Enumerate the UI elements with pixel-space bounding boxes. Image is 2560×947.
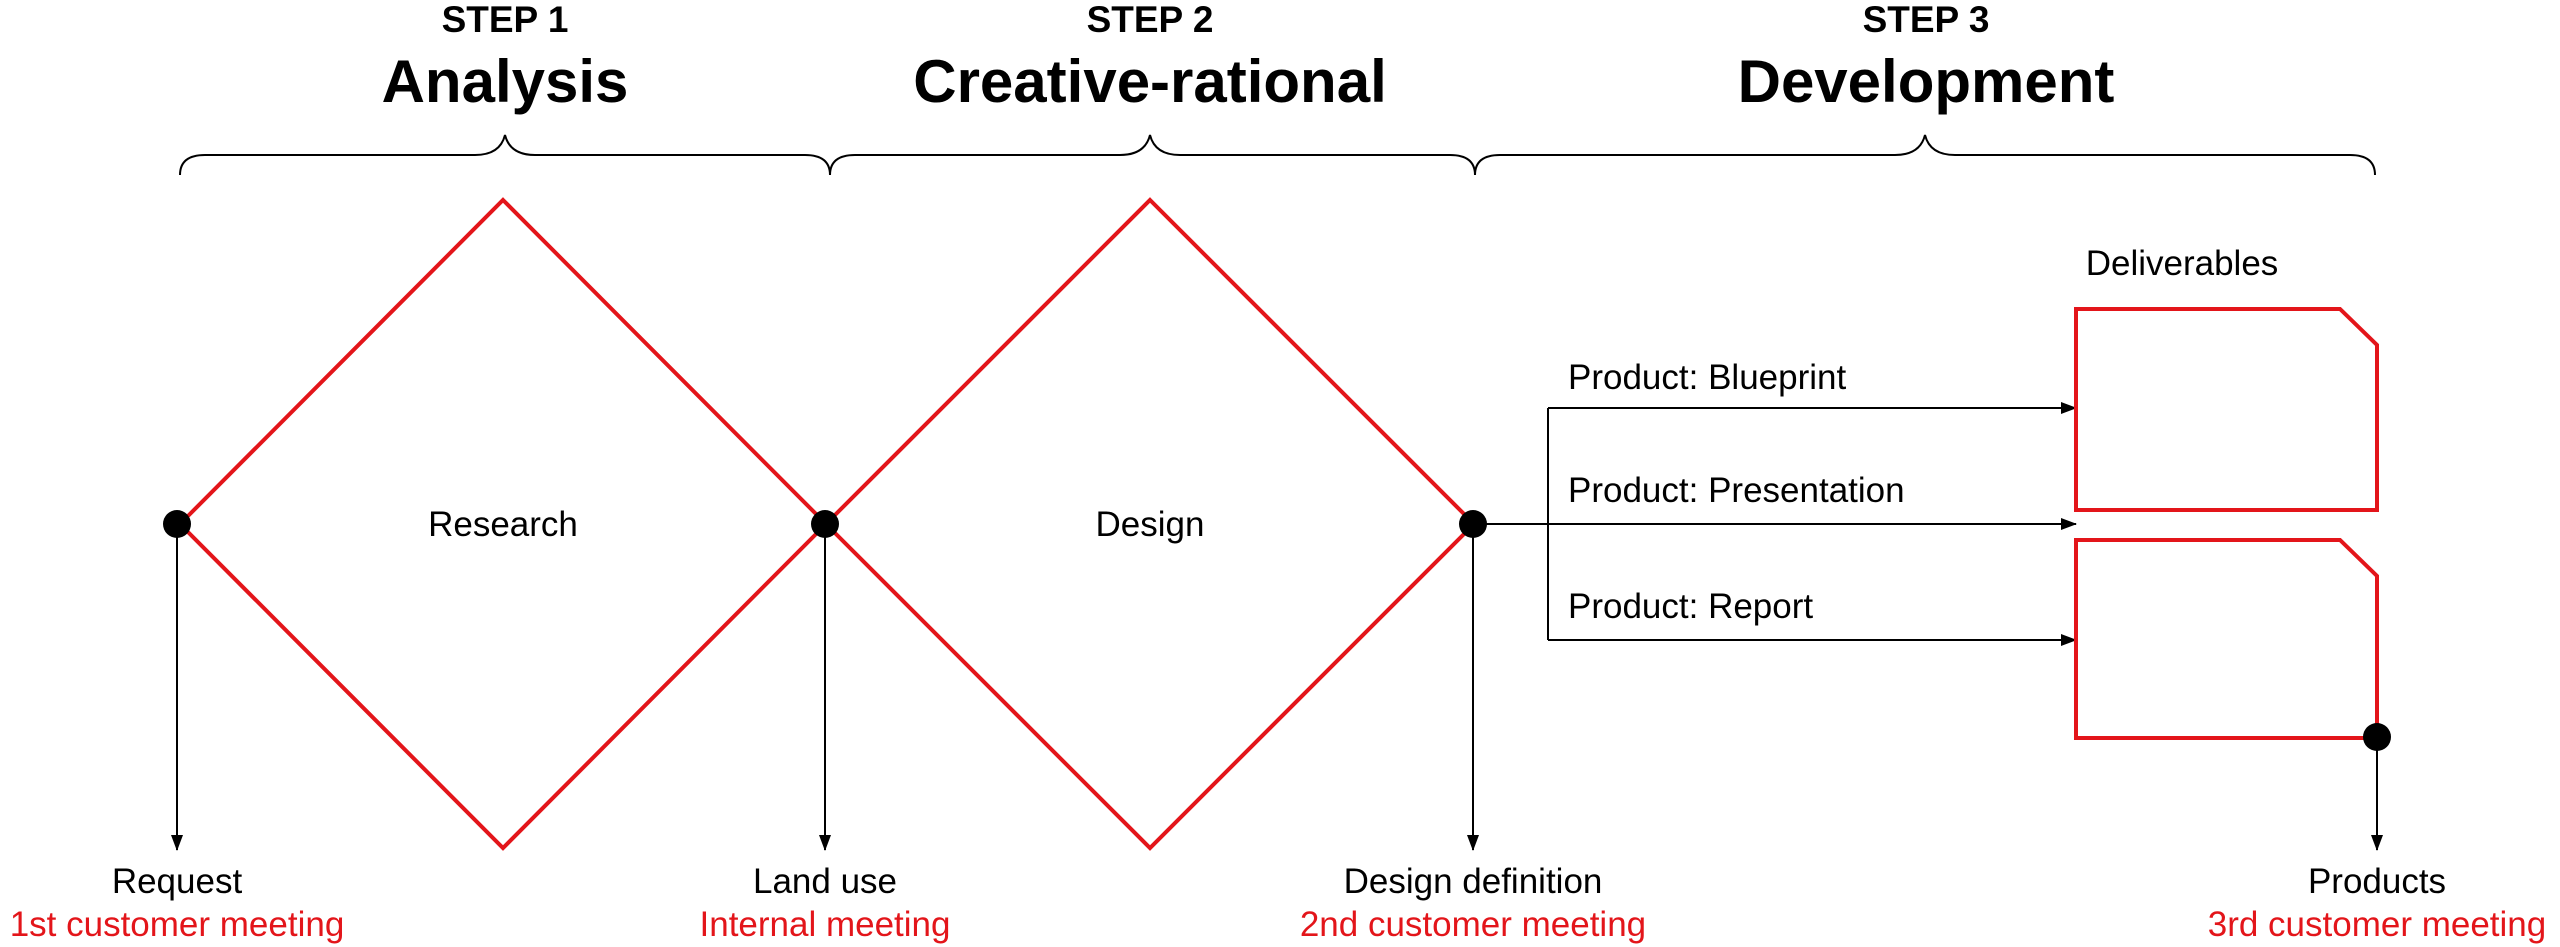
products-label: Products [2308, 862, 2446, 901]
deliverable-doc-top [2074, 307, 2379, 512]
step-1-title: Analysis [382, 48, 629, 115]
land-use-node [811, 510, 839, 538]
internal-meeting-label: Internal meeting [700, 905, 951, 944]
product-presentation-label: Product: Presentation [1568, 471, 1905, 510]
request-label: Request [112, 862, 243, 901]
design-definition-node [1459, 510, 1487, 538]
design-definition-label: Design definition [1344, 862, 1603, 901]
step-3-title: Development [1738, 48, 2115, 115]
step-2-brace [829, 134, 1476, 176]
land-use-label: Land use [753, 862, 897, 901]
third-customer-meeting-label: 3rd customer meeting [2208, 905, 2546, 944]
step-2-label: STEP 2 [1087, 0, 1214, 40]
second-customer-meeting-label: 2nd customer meeting [1300, 905, 1646, 944]
step-3-label: STEP 3 [1863, 0, 1990, 40]
step-1-brace [179, 134, 831, 176]
step-2-title: Creative-rational [913, 48, 1387, 115]
first-customer-meeting-label: 1st customer meeting [10, 905, 345, 944]
product-blueprint-label: Product: Blueprint [1568, 358, 1846, 397]
step-1-label: STEP 1 [442, 0, 569, 40]
deliverables-label: Deliverables [2086, 244, 2279, 283]
deliverable-doc-bottom [2074, 538, 2379, 740]
design-diamond [823, 197, 1477, 851]
research-diamond [177, 197, 829, 851]
product-report-label: Product: Report [1568, 587, 1813, 626]
design-label: Design [1096, 505, 1205, 544]
step-3-brace [1474, 134, 2376, 176]
request-node [163, 510, 191, 538]
research-label: Research [428, 505, 578, 544]
products-node [2363, 723, 2391, 751]
